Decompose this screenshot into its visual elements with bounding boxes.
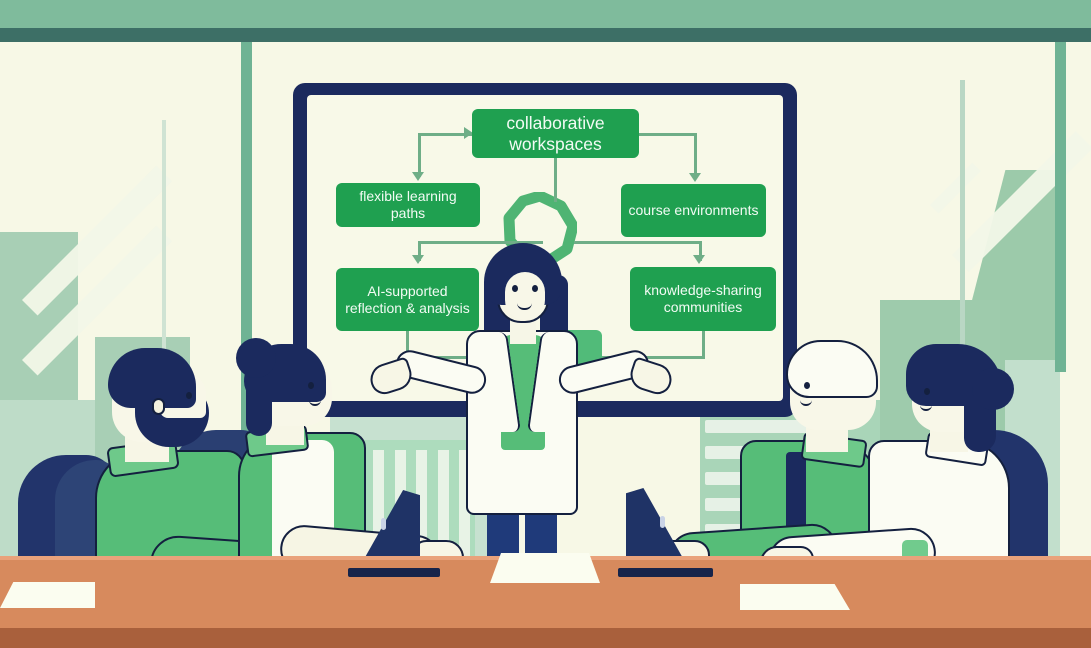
connector-line xyxy=(418,133,421,177)
ceiling-shadow-band xyxy=(0,28,1091,42)
attendee-2-hair-bun xyxy=(236,338,276,378)
laptop-left-base[interactable] xyxy=(348,568,440,577)
ceiling-band xyxy=(0,0,1091,28)
attendee-4-hair-bun xyxy=(972,368,1014,410)
window-mullion xyxy=(241,42,252,542)
node-flexible-learning-paths[interactable]: flexible learning paths xyxy=(336,183,480,227)
connector-line xyxy=(694,133,697,178)
window-mullion-thin xyxy=(960,80,965,410)
laptop-right-base[interactable] xyxy=(618,568,713,577)
arrowhead-icon xyxy=(412,172,424,181)
connector-line xyxy=(406,331,409,359)
node-course-environments[interactable]: course environments xyxy=(621,184,766,237)
connector-line xyxy=(418,241,543,244)
paper-sheet-center xyxy=(490,553,600,583)
connector-line xyxy=(592,356,705,359)
node-ai-supported-reflection[interactable]: AI-supported reflection & analysis xyxy=(336,268,479,331)
paper-sheet-right xyxy=(740,584,850,610)
connector-line xyxy=(699,241,702,261)
connector-line xyxy=(418,241,421,261)
laptop-right-hinge-dot xyxy=(660,516,665,528)
attendee-1-hair xyxy=(108,348,196,408)
attendee-2-eye xyxy=(308,382,314,389)
attendee-3-mouth xyxy=(800,400,812,406)
connector-line xyxy=(702,331,705,359)
laptop-left-hinge-dot xyxy=(381,518,386,530)
attendee-1-eye xyxy=(186,392,192,399)
connector-line xyxy=(639,133,697,136)
attendee-4-eye xyxy=(924,388,930,395)
presenter-face xyxy=(505,272,545,320)
arrowhead-icon xyxy=(412,255,424,264)
arrowhead-icon xyxy=(689,173,701,182)
attendee-2-mouth xyxy=(309,400,321,406)
window-mullion-thin xyxy=(162,120,166,540)
presenter-eye-left xyxy=(512,285,518,292)
presenter-eye-right xyxy=(532,285,538,292)
node-knowledge-sharing-communities[interactable]: knowledge-sharing communities xyxy=(630,267,776,331)
window-mullion xyxy=(1055,42,1066,372)
node-collaborative-workspaces[interactable]: collaborative workspaces xyxy=(472,109,639,158)
presenter-mouth xyxy=(517,303,532,310)
paper-sheet-left xyxy=(0,582,95,608)
connector-line xyxy=(574,241,702,244)
arrowhead-icon xyxy=(464,127,473,139)
connector-line xyxy=(418,133,472,136)
table-front-edge xyxy=(0,628,1091,648)
presenter-leg-gap xyxy=(519,500,525,570)
attendee-2-hair-side xyxy=(246,374,272,436)
attendee-3-eye xyxy=(804,382,810,389)
attendee-1-ear xyxy=(152,398,165,415)
connector-line-center xyxy=(554,158,557,202)
arrowhead-icon xyxy=(693,255,705,264)
attendee-4-mouth xyxy=(920,405,932,411)
